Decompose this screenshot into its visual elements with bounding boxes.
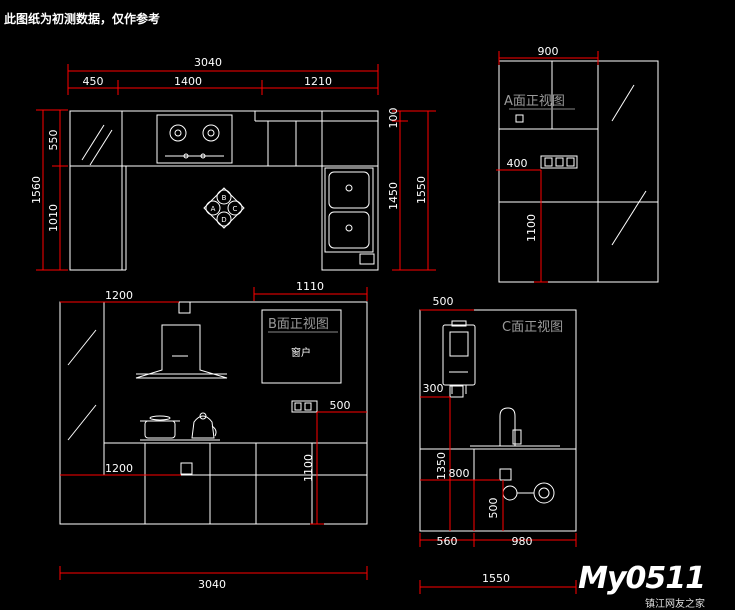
view-a	[498, 60, 659, 283]
compass-letter-b: B	[222, 194, 227, 202]
view-b-title: B面正视图	[268, 317, 329, 332]
dim-1010: 1010	[47, 204, 60, 232]
dim-560: 560	[437, 535, 458, 548]
dim-1450: 1450	[387, 182, 400, 210]
plan-burner-right	[202, 124, 220, 142]
window-label: 窗户	[291, 346, 311, 359]
view-b-range-hood	[135, 324, 228, 379]
dimension-lines	[36, 51, 599, 594]
dim-900: 900	[538, 45, 559, 58]
dim-500-b: 500	[330, 399, 351, 412]
view-a-outline	[498, 60, 659, 283]
dim-500-c2: 500	[487, 498, 500, 519]
dim-800: 800	[449, 467, 470, 480]
dim-1100-b: 1100	[302, 454, 315, 482]
dim-3040-bottom: 3040	[198, 578, 226, 591]
view-b-socket-low	[180, 462, 193, 475]
plan-right-counter	[321, 110, 379, 271]
view-c-socket-low	[499, 468, 512, 481]
compass-marker	[203, 187, 245, 229]
dim-1110: 1110	[296, 280, 324, 293]
dim-1400: 1400	[174, 75, 202, 88]
dim-400: 400	[507, 157, 528, 170]
view-b-outline	[59, 301, 368, 525]
dim-3040-top: 3040	[194, 56, 222, 69]
plan-view	[69, 110, 379, 271]
dim-980: 980	[512, 535, 533, 548]
dim-1350: 1350	[435, 452, 448, 480]
plan-gas-hob	[156, 114, 233, 164]
dim-100: 100	[387, 108, 400, 129]
dim-1550-bottom: 1550	[482, 572, 510, 585]
dim-1200-bottom: 1200	[105, 462, 133, 475]
dim-450: 450	[83, 75, 104, 88]
view-b-window	[261, 309, 342, 384]
view-c-water-heater	[442, 320, 476, 394]
view-a-title: A面正视图	[504, 94, 565, 109]
dim-1550-right: 1550	[415, 176, 428, 204]
dim-300: 300	[423, 382, 444, 395]
view-b-socket-top	[178, 301, 191, 314]
dim-1100-a: 1100	[525, 214, 538, 242]
plan-sink	[324, 167, 374, 253]
compass-letter-a: A	[211, 205, 216, 213]
view-c-title: C面正视图	[502, 320, 563, 335]
dim-1560: 1560	[30, 176, 43, 204]
plan-outline-top	[69, 110, 379, 167]
plan-left-counter	[69, 110, 123, 271]
drawing-note: 此图纸为初测数据，仅作参考	[4, 12, 161, 26]
dim-1210: 1210	[304, 75, 332, 88]
view-c-faucet	[470, 407, 560, 447]
view-c-socket-top	[449, 385, 464, 398]
watermark-logo: My0511	[578, 561, 706, 596]
view-b-socket-mid	[291, 400, 318, 413]
view-a-socket	[540, 155, 578, 169]
view-b-cookware	[140, 412, 220, 441]
site-watermark: My0511 镇江网友之家	[578, 561, 706, 610]
plan-glass-mark	[81, 124, 105, 161]
compass-letter-c: C	[233, 205, 238, 213]
dim-1200-top: 1200	[105, 289, 133, 302]
plan-burner-left	[169, 124, 187, 142]
watermark-subtitle: 镇江网友之家	[645, 599, 705, 610]
dim-550: 550	[47, 130, 60, 151]
dim-500-c: 500	[433, 295, 454, 308]
compass-letter-d: D	[221, 216, 226, 224]
view-c-valve	[533, 482, 555, 504]
view-c-outline	[419, 309, 577, 532]
view-b	[59, 301, 368, 525]
